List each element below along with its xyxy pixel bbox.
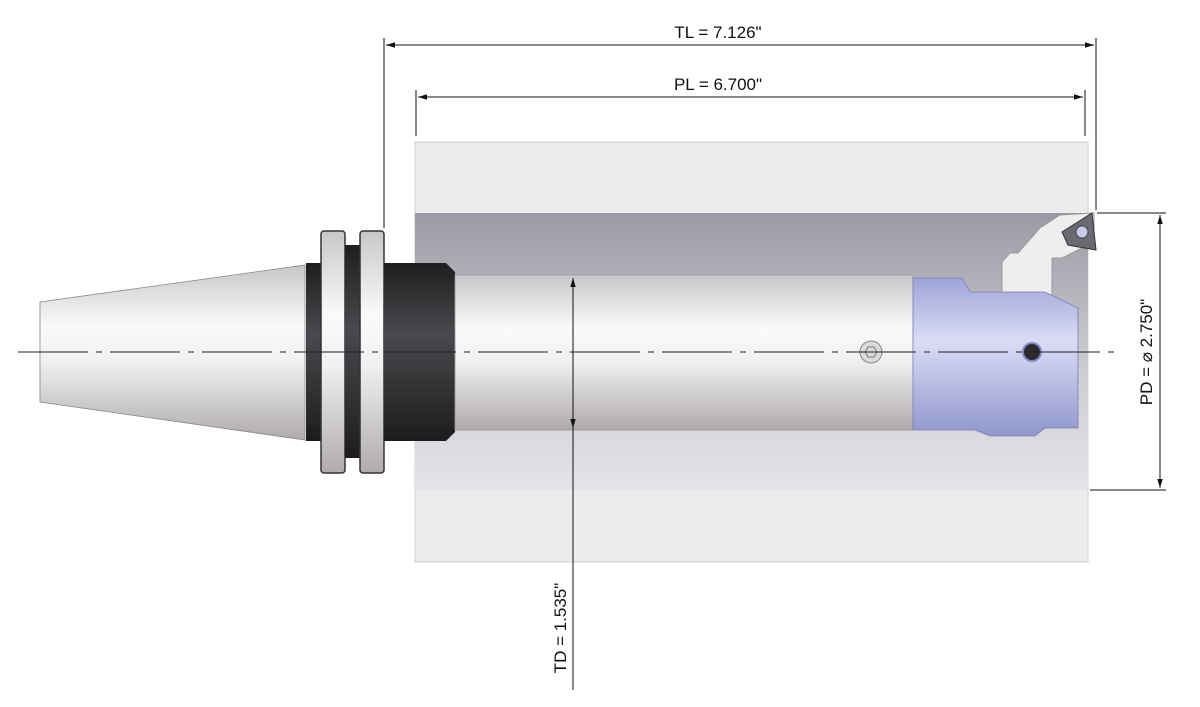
- tl-label: TL = 7.126": [674, 23, 761, 42]
- td-label: TD = 1.535": [551, 583, 570, 674]
- pl-dimension: [415, 90, 1086, 136]
- insert-screw-icon: [1075, 225, 1089, 239]
- tl-dimension: [383, 38, 1097, 228]
- pl-label: PL = 6.700": [674, 75, 762, 94]
- pd-label: PD = ⌀ 2.750": [1137, 299, 1156, 406]
- pd-dimension: [1090, 212, 1166, 491]
- boring-head: [912, 277, 1079, 437]
